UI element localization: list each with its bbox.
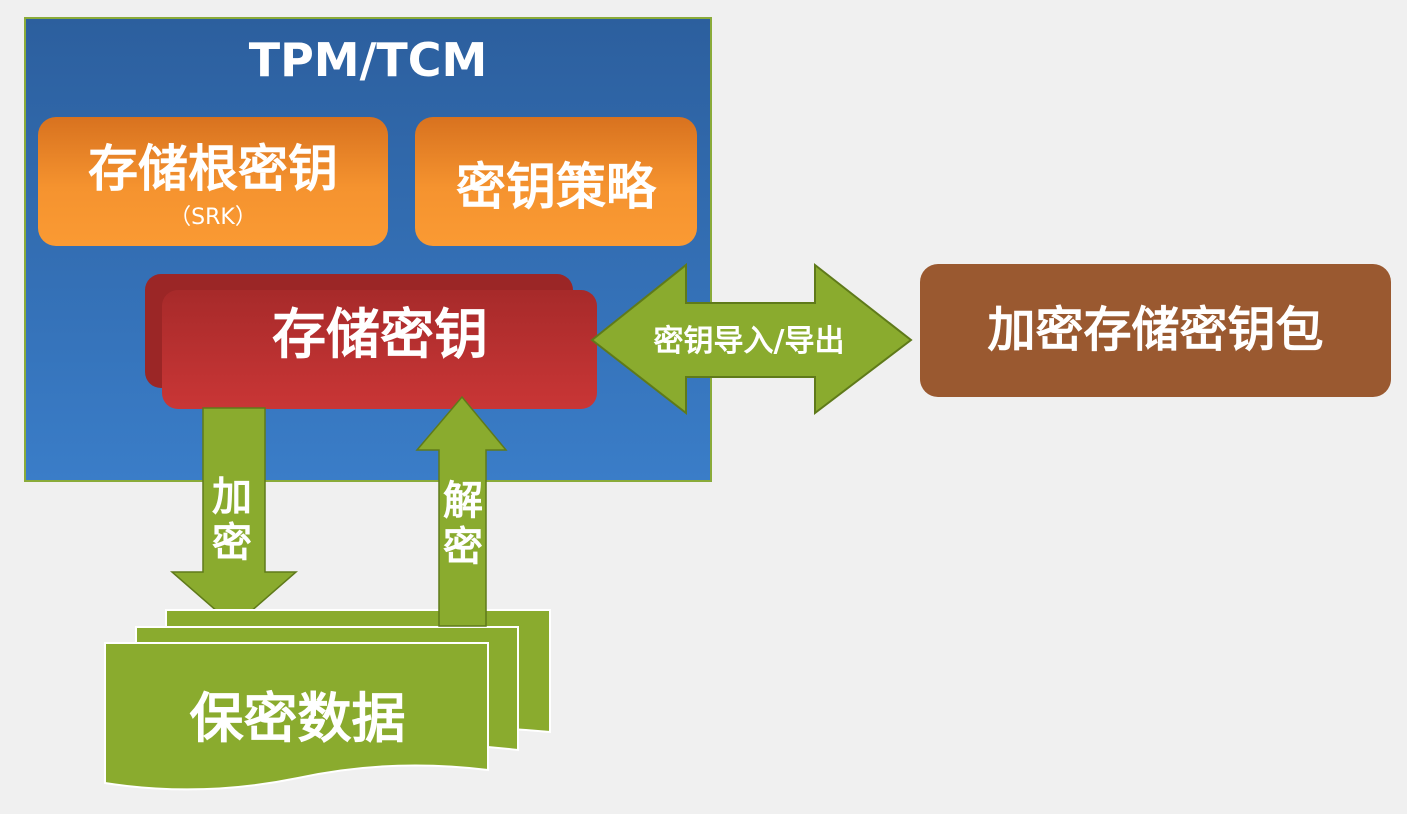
encrypt-label: 加密 (212, 474, 252, 566)
policy-label: 密钥策略 (456, 158, 656, 216)
decrypt-label: 解密 (443, 478, 483, 570)
tpm-title: TPM/TCM (248, 33, 488, 87)
srk-box: 存储根密钥 （SRK） (38, 117, 388, 246)
encrypt-arrow (169, 407, 299, 627)
import-export-arrow (590, 262, 913, 416)
storage-key-label: 存储密钥 (272, 303, 488, 366)
policy-box: 密钥策略 (415, 117, 697, 246)
encrypted-package-label: 加密存储密钥包 (987, 302, 1324, 358)
encrypted-package-box (920, 264, 1391, 397)
decrypt-arrow (415, 395, 508, 627)
data-label: 保密数据 (189, 687, 406, 750)
document-front (104, 642, 489, 791)
srk-label: 存储根密钥 (88, 140, 338, 198)
import-export-label: 密钥导入/导出 (653, 324, 845, 359)
srk-sublabel: （SRK） (169, 205, 257, 230)
storage-key-box (162, 290, 597, 409)
